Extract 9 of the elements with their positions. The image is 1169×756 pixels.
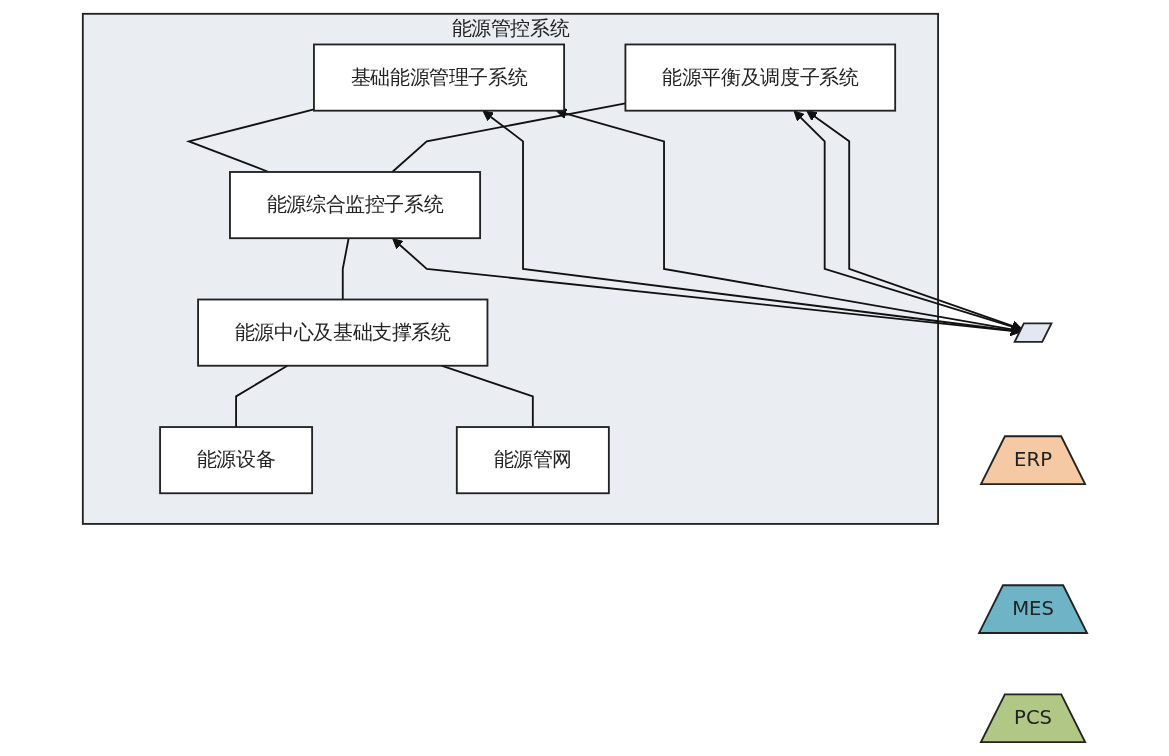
connector: [341, 237, 350, 301]
node-box: 基础能源管理子系统: [312, 43, 565, 112]
node-box: 能源综合监控子系统: [228, 171, 481, 240]
node-box: 能源管网: [455, 426, 610, 495]
node-box: 能源中心及基础支撑系统: [196, 298, 488, 367]
node-box: 能源设备: [158, 426, 313, 495]
node-box: 能源平衡及调度子系统: [624, 43, 896, 112]
node-bar: [1012, 322, 1053, 343]
connector: [234, 364, 288, 428]
